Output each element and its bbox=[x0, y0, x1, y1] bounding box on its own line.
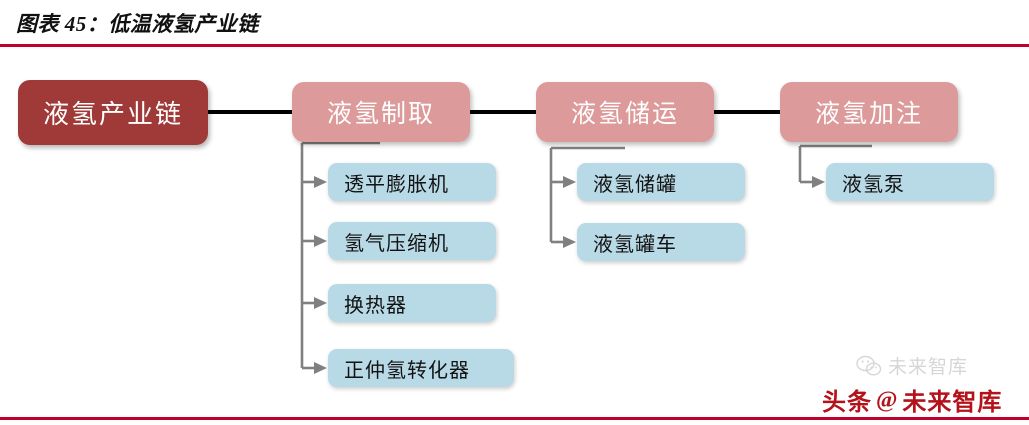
branch-production-arrowheads bbox=[314, 176, 327, 374]
node-leaf-ortho-para-converter[interactable]: 正仲氢转化器 bbox=[328, 349, 514, 387]
node-leaf-storage-tank[interactable]: 液氢储罐 bbox=[577, 163, 745, 201]
node-leaf-hydrogen-compressor[interactable]: 氢气压缩机 bbox=[328, 222, 496, 260]
branch-storage-wires bbox=[549, 146, 625, 244]
node-phase-production[interactable]: 液氢制取 bbox=[292, 82, 470, 142]
node-leaf-hydrogen-pump[interactable]: 液氢泵 bbox=[826, 163, 994, 201]
branch-refuel-arrowheads bbox=[812, 176, 825, 188]
node-leaf-heat-exchanger[interactable]: 换热器 bbox=[328, 284, 496, 322]
watermark-at-symbol: @ bbox=[876, 386, 899, 412]
node-phase-refueling[interactable]: 液氢加注 bbox=[780, 82, 958, 142]
watermark-brand: 头条 @ 未来智库 bbox=[822, 382, 1002, 417]
watermark-brand-text: 头条 bbox=[822, 390, 872, 416]
watermark-account-text: 未来智库 bbox=[902, 390, 1003, 416]
node-leaf-turboexpander[interactable]: 透平膨胀机 bbox=[328, 163, 496, 201]
watermark-faint: 未来智库 bbox=[856, 352, 968, 379]
wechat-icon bbox=[856, 355, 882, 376]
figure-title: 图表 45：低温液氢产业链 bbox=[16, 12, 259, 36]
branch-production-wires bbox=[300, 141, 380, 370]
node-leaf-tanker-truck[interactable]: 液氢罐车 bbox=[577, 223, 745, 261]
branch-refuel-wires bbox=[798, 144, 872, 184]
title-rule-top bbox=[0, 44, 1029, 47]
node-phase-storage[interactable]: 液氢储运 bbox=[536, 82, 714, 142]
node-root[interactable]: 液氢产业链 bbox=[18, 80, 208, 145]
footer-rule-bottom bbox=[0, 417, 1029, 420]
watermark-faint-text: 未来智库 bbox=[888, 357, 969, 378]
branch-storage-arrowheads bbox=[563, 176, 576, 248]
